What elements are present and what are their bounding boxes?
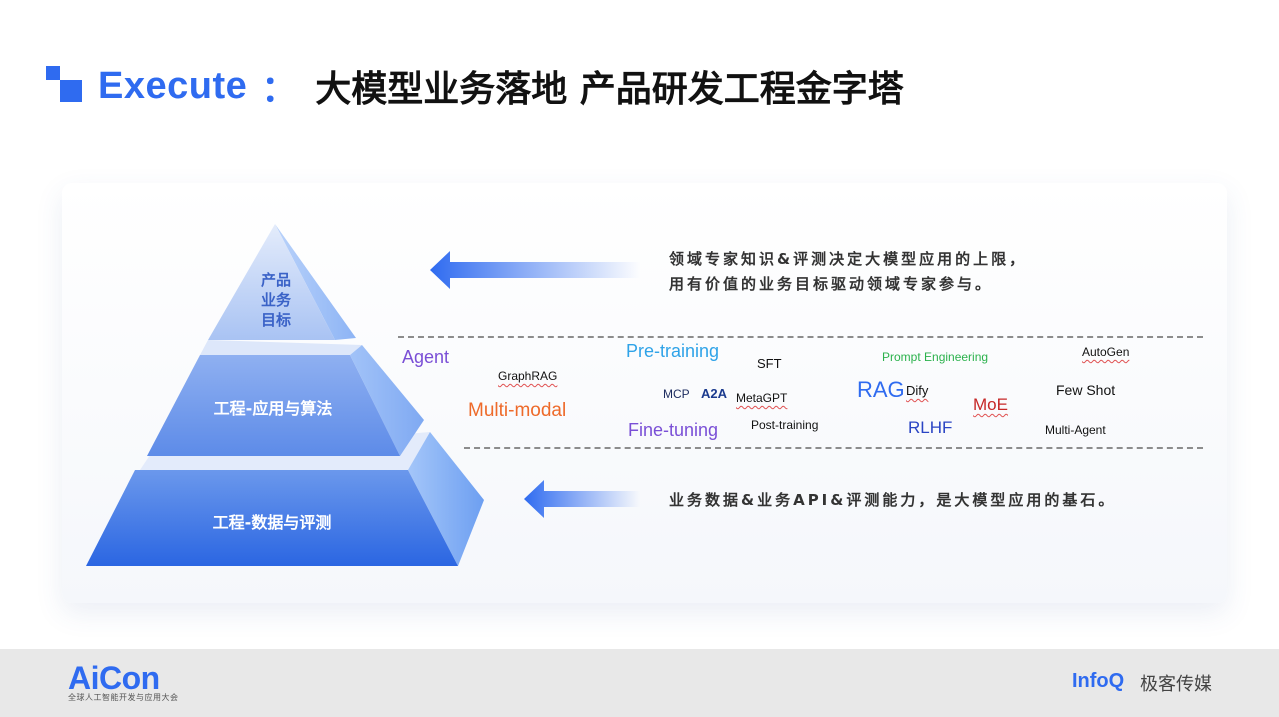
page-title: Execute ： 大模型业务落地 产品研发工程金字塔 <box>98 62 904 111</box>
footer-bar <box>0 649 1279 717</box>
pyramid-middle-front <box>147 355 400 456</box>
divider-bottom <box>464 447 1203 449</box>
keyword-dify: Dify <box>906 383 929 398</box>
keyword-autogen: AutoGen <box>1082 345 1130 359</box>
pyramid-middle-label: 工程-应用与算法 <box>213 399 333 418</box>
pyramid-middle-side <box>350 345 424 456</box>
aicon-subtitle: 全球人工智能开发与应用大会 <box>68 693 179 702</box>
divider-top <box>398 336 1203 338</box>
keyword-rag: RAG <box>857 377 905 402</box>
bottom-description: 业务数据&业务API&评测能力，是大模型应用的基石。 <box>669 491 1117 509</box>
keyword-multiagent: Multi-Agent <box>1045 423 1106 437</box>
top-label-text: 产品 业务 目标 <box>260 271 291 329</box>
keyword-metagpt: MetaGPT <box>736 391 788 405</box>
keyword-pretraining: Pre-training <box>626 341 720 361</box>
title-zh: 大模型业务落地 产品研发工程金字塔 <box>315 69 904 110</box>
pyramid-top-label: 产品 业务 目标 <box>246 270 306 330</box>
pyramid-top-side <box>275 224 356 340</box>
title-colon: ： <box>261 68 298 109</box>
keyword-multimodal: Multi-modal <box>468 400 567 421</box>
keyword-mcp: MCP <box>663 387 690 401</box>
keyword-a2a: A2A <box>701 386 728 401</box>
keyword-agent: Agent <box>402 347 450 367</box>
keyword-moe: MoE <box>973 395 1008 414</box>
keyword-sft: SFT <box>757 356 782 371</box>
left-arrow-icon <box>524 480 640 518</box>
infoq-logo: InfoQ <box>1072 670 1125 692</box>
pyramid-bottom-front <box>86 470 458 566</box>
square-logo-icon <box>46 66 84 104</box>
keyword-posttraining: Post-training <box>751 418 819 432</box>
pyramid-bottom-side <box>408 432 484 566</box>
left-arrow-icon <box>430 251 640 289</box>
top-description-line2: 用有价值的业务目标驱动领域专家参与。 <box>669 275 994 293</box>
infoq-brand-zh: 极客传媒 <box>1140 674 1212 695</box>
keyword-fewshot: Few Shot <box>1056 382 1116 398</box>
aicon-logo: AiCon <box>68 660 160 696</box>
pyramid-middle-top-face <box>200 340 362 355</box>
top-description-line1: 领域专家知识&评测决定大模型应用的上限， <box>669 250 1028 268</box>
keyword-finetuning: Fine-tuning <box>628 420 719 440</box>
keyword-graphrag: GraphRAG <box>498 369 558 383</box>
keyword-rlhf: RLHF <box>908 418 953 437</box>
title-en: Execute <box>98 64 248 107</box>
pyramid-bottom-label: 工程-数据与评测 <box>212 513 332 532</box>
keyword-prompt-engineering: Prompt Engineering <box>882 350 989 364</box>
pyramid-top-front <box>208 224 335 340</box>
